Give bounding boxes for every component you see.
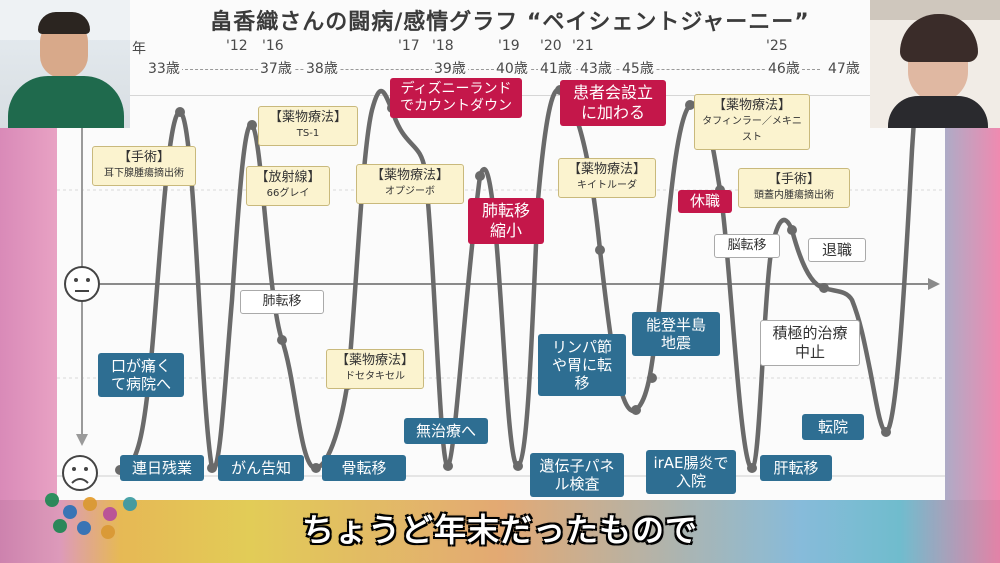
label-drug-opdivo: 【薬物療法】オプジーボ [356,164,464,204]
year-label: '20 [540,38,562,54]
x-axis-arrowhead [928,278,940,290]
subtitle-bar [0,500,1000,563]
age-label: 46歳 [766,58,802,78]
label-gene-panel-test: 遺伝子パネル検査 [530,453,624,497]
neutral-face-icon [64,266,100,302]
sad-face-icon [62,455,98,491]
label-retirement: 退職 [808,238,866,262]
slide-title: 畠香織さんの闘病/感情グラフ “ペイシェントジャーニー” [210,10,810,35]
label-lung-shrink: 肺転移縮小 [468,198,544,244]
label-overtime: 連日残業 [120,455,204,481]
webcam-right [870,0,1000,128]
label-drug-docetaxel: 【薬物療法】ドセタキセル [326,349,424,389]
label-pain-hospital: 口が痛くて病院へ [98,353,184,397]
label-lung-metastasis: 肺転移 [240,290,324,314]
webcam-left [0,0,130,128]
label-radiation: 【放射線】66グレイ [246,166,330,206]
label-liver-metastasis: 肝転移 [760,455,832,481]
year-label: '21 [572,38,594,54]
year-label: '25 [766,38,788,54]
year-label: 年 [132,41,146,57]
label-leave-of-absence: 休職 [678,190,732,213]
age-label: 47歳 [826,58,862,78]
age-label: 39歳 [432,58,468,78]
label-brain-metastasis: 脳転移 [714,234,780,258]
year-label: '12 [226,38,248,54]
label-surgery-2: 【手術】頭蓋内腫瘍摘出術 [738,168,850,208]
label-drug-ts1: 【薬物療法】TS-1 [258,106,358,146]
channel-logo [45,493,137,539]
label-transfer-hospital: 転院 [802,414,864,440]
age-label: 33歳 [146,58,182,78]
year-label: '19 [498,38,520,54]
year-label: '16 [262,38,284,54]
age-label: 45歳 [620,58,656,78]
y-axis-arrowhead-down [76,434,88,446]
label-irae-colitis: irAE腸炎で入院 [646,450,736,494]
label-patient-association: 患者会設立に加わる [560,80,666,126]
label-no-treatment: 無治療へ [404,418,488,444]
label-disney-countdown: ディズニーランドでカウントダウン [390,78,522,118]
year-label: '17 [398,38,420,54]
caption-subtitle: ちょうど年末だったもので [301,511,698,549]
emotion-curve [117,17,925,473]
label-diagnosis: がん告知 [218,455,304,481]
age-label: 38歳 [304,58,340,78]
age-label: 40歳 [494,58,530,78]
age-label: 41歳 [538,58,574,78]
age-label: 37歳 [258,58,294,78]
label-lymph-metastasis: リンパ節や胃に転移 [538,334,626,396]
label-drug-keytruda: 【薬物療法】キイトルーダ [558,158,656,198]
label-noto-earthquake: 能登半島地震 [632,312,720,356]
label-drug-tafinlar: 【薬物療法】タフィンラー／メキニスト [694,94,810,150]
age-label: 43歳 [578,58,614,78]
label-stop-treatment: 積極的治療中止 [760,320,860,366]
label-surgery-1: 【手術】耳下腺腫瘍摘出術 [92,146,196,186]
label-bone-metastasis: 骨転移 [322,455,406,481]
year-label: '18 [432,38,454,54]
